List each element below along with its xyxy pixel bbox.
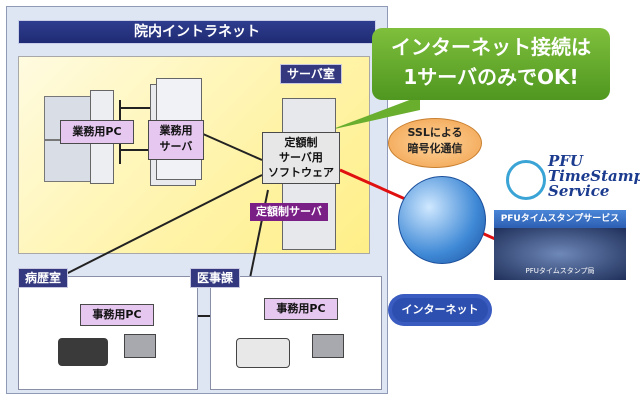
intranet-title: 院内イントラネット xyxy=(18,20,376,44)
office-pc-label: 事務用PC xyxy=(80,304,154,326)
pc-monitor-icon xyxy=(44,140,96,182)
scanner-icon xyxy=(236,338,290,368)
ssl-callout: SSLによる 暗号化通信 xyxy=(388,118,482,168)
flat-rate-server-label: 定額制サーバ xyxy=(250,203,328,221)
department-box xyxy=(18,276,198,390)
department-label: 病歴室 xyxy=(18,268,69,288)
laptop-icon xyxy=(124,334,156,358)
office-pc-label: 事務用PC xyxy=(264,298,338,320)
pfu-logo-line3: Service xyxy=(548,182,610,200)
internet-connection-callout: インターネット接続は 1サーバのみでOK! xyxy=(372,28,610,100)
pfu-logo-line2: TimeStamp xyxy=(548,167,640,185)
laptop-icon xyxy=(312,334,344,358)
scanner-icon xyxy=(58,338,108,366)
internet-cloud-label: インターネット xyxy=(392,298,488,322)
globe-icon xyxy=(398,176,486,264)
software-label: 定額制 サーバ用 ソフトウェア xyxy=(262,132,340,184)
business-server-label: 業務用 サーバ xyxy=(148,120,204,160)
clock-icon xyxy=(506,160,546,200)
server-room-label: サーバ室 xyxy=(280,64,342,84)
department-label: 医事課 xyxy=(190,268,241,288)
pfu-station-caption: PFUタイムスタンプ局 xyxy=(525,267,595,275)
business-pc-label: 業務用PC xyxy=(60,120,134,144)
pfu-logo-line1: PFU xyxy=(548,152,584,170)
department-box xyxy=(210,276,382,390)
pfu-station-panel xyxy=(494,228,626,280)
pfu-logo: PFU TimeStamp Service xyxy=(548,154,640,199)
pfu-service-banner: PFUタイムスタンプサービス xyxy=(494,210,626,228)
